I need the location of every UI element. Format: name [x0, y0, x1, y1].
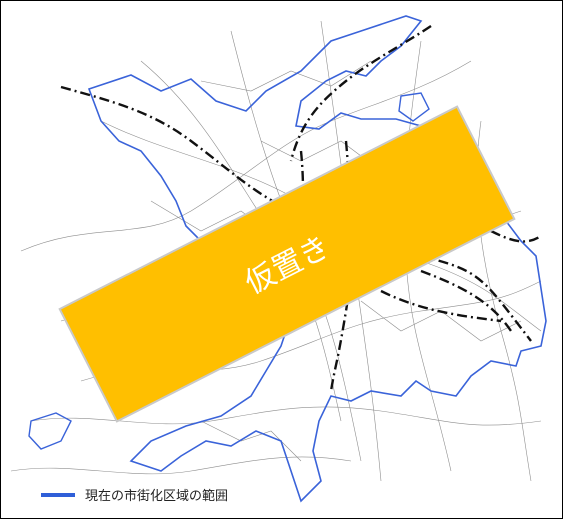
- map-legend: 現在の市街化区域の範囲: [41, 485, 228, 504]
- west-area-boundary: [28, 412, 72, 450]
- legend-label: 現在の市街化区域の範囲: [85, 489, 229, 504]
- placeholder-box: 仮置き: [58, 105, 516, 423]
- small-area-boundary: [398, 92, 430, 122]
- legend-line-swatch: [41, 492, 75, 497]
